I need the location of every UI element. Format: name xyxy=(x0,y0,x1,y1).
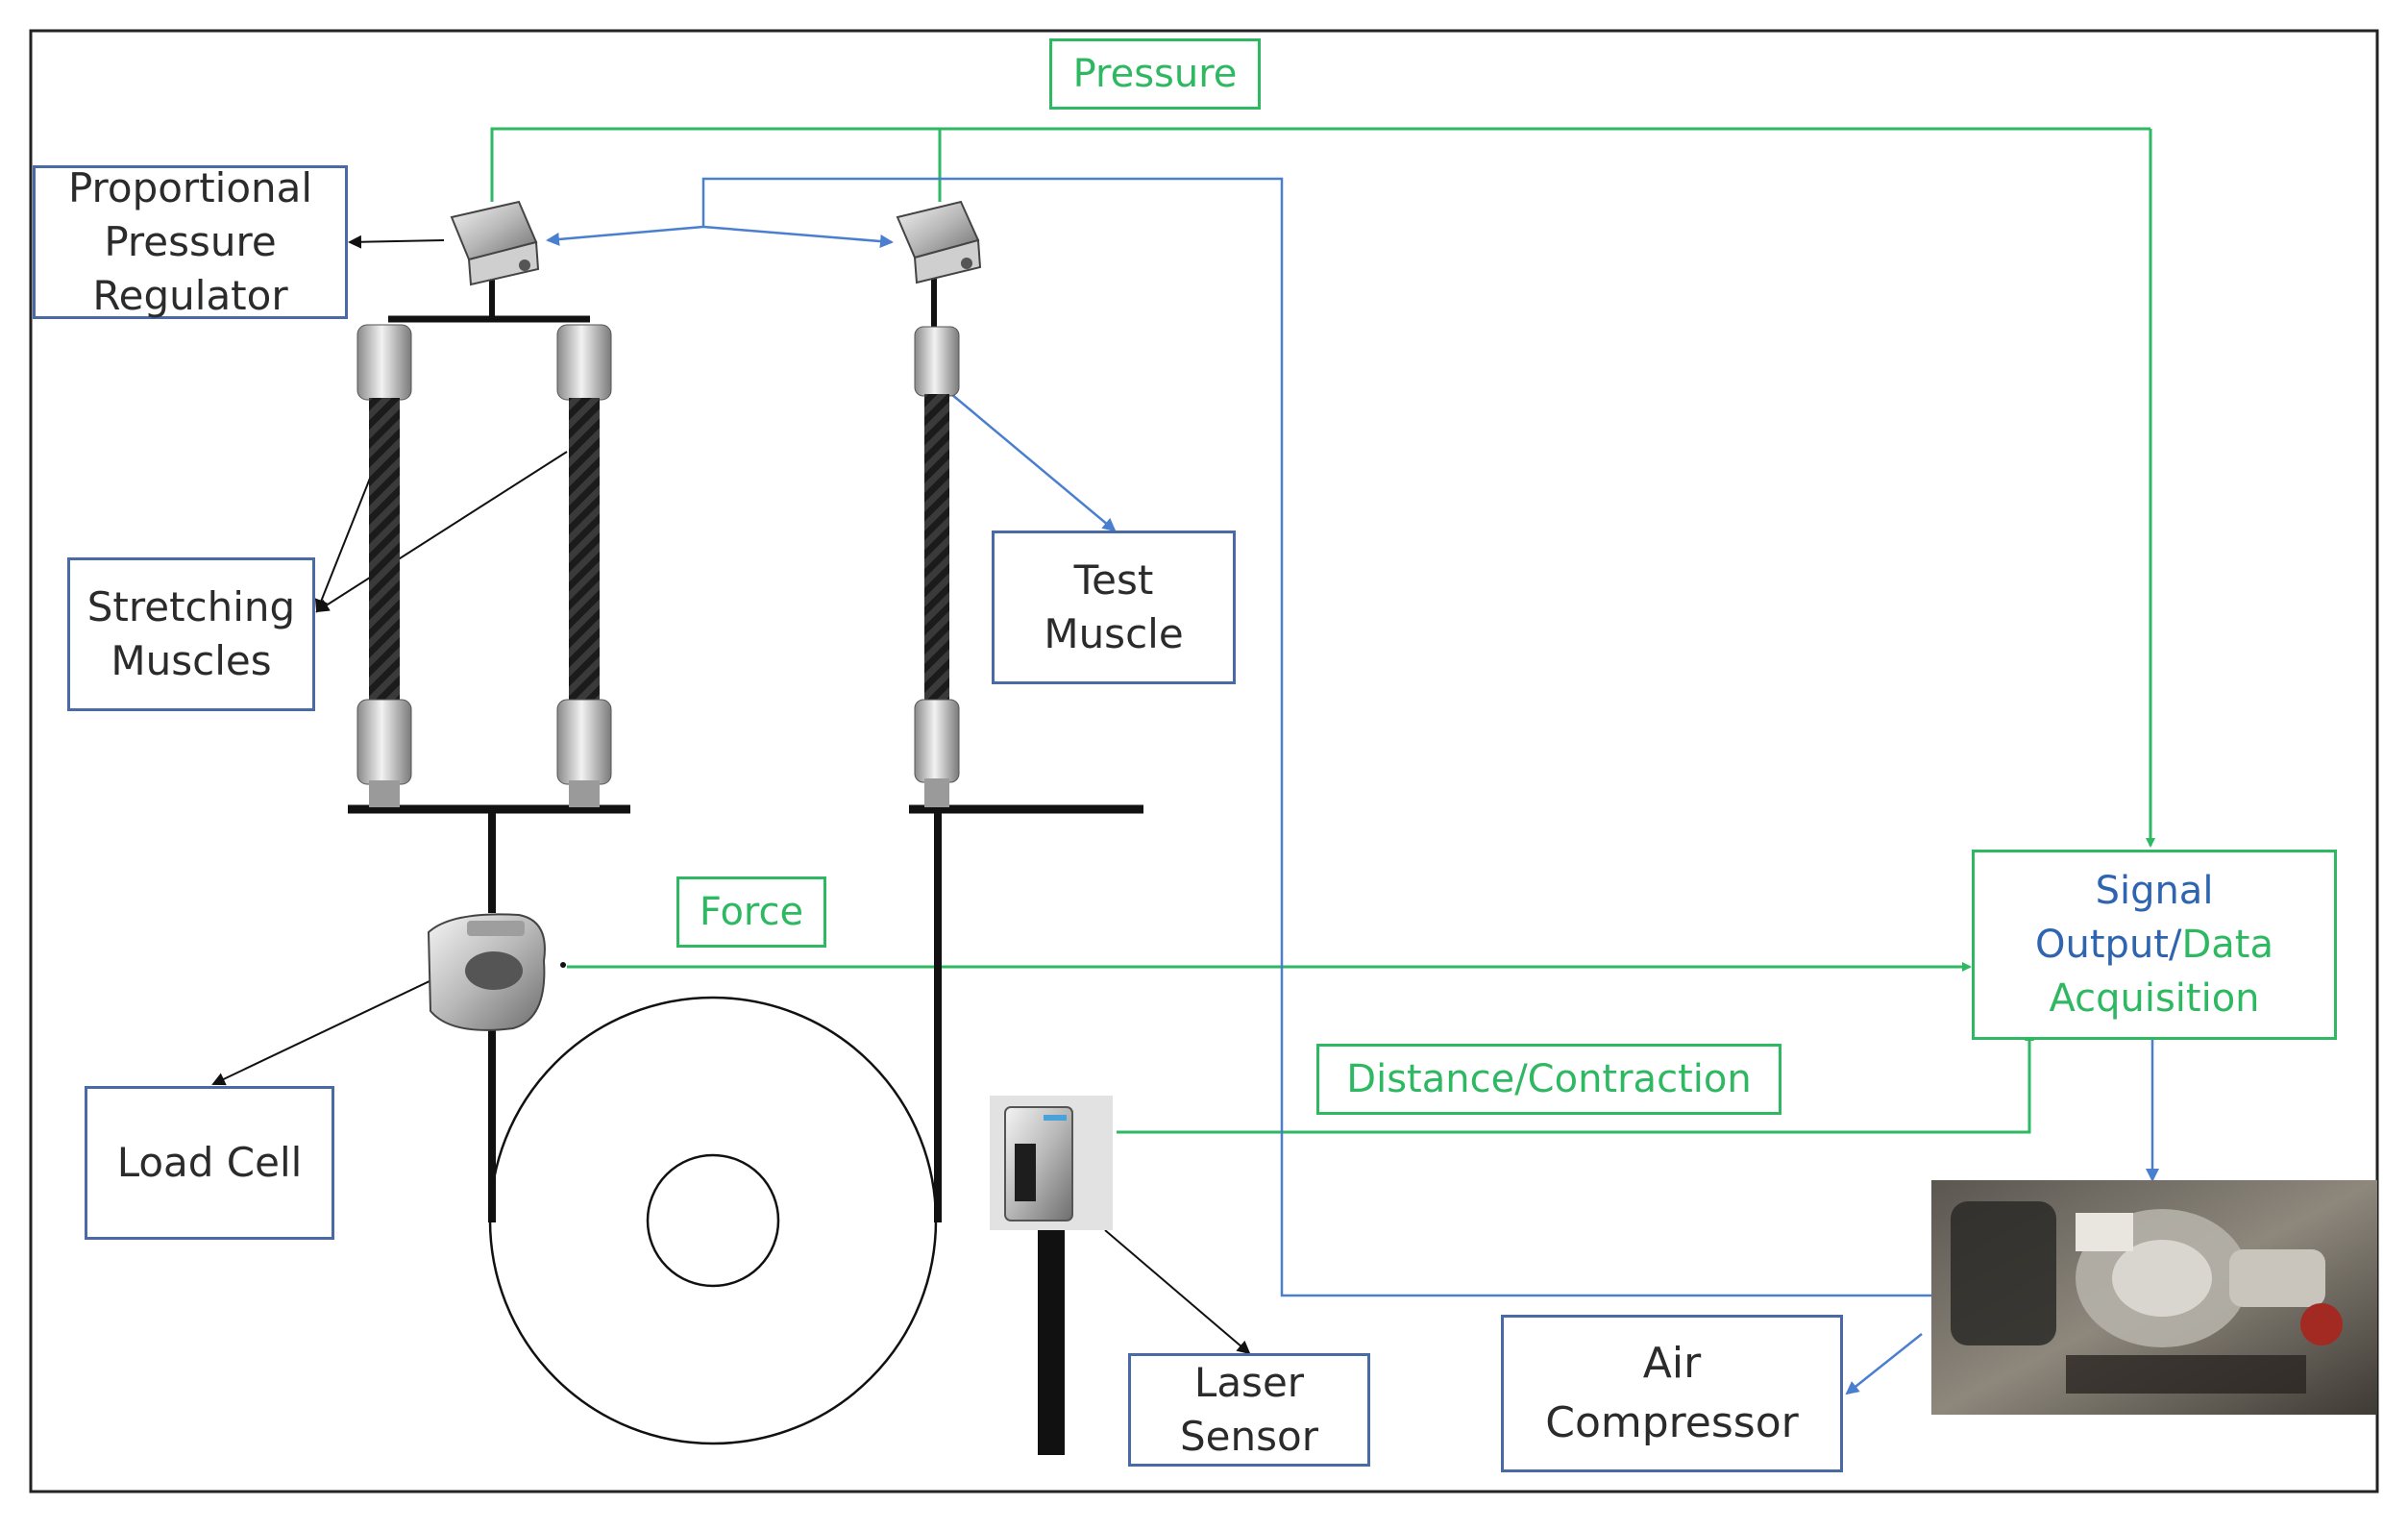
outer-frame xyxy=(29,29,2379,1493)
regulator-label-line-1: Proportional xyxy=(67,164,313,211)
laser-sensor-icon xyxy=(990,1096,1113,1230)
air-compressor-photo xyxy=(1931,1180,2377,1415)
distance-signal-text: Distance/Contraction xyxy=(1346,1057,1752,1101)
stretching-label-line-1: Stretching xyxy=(86,583,296,630)
regulator-pointer xyxy=(348,234,445,249)
test-muscle-pointer xyxy=(950,393,1117,532)
stretching-muscles-label: Stretching Muscles xyxy=(67,557,315,711)
daq-data-text: Data xyxy=(2181,923,2273,967)
pneumatic-muscle-icon xyxy=(356,324,412,807)
split-left xyxy=(546,225,704,246)
load-cell-label: Load Cell xyxy=(85,1086,334,1240)
pulley-outer xyxy=(488,996,938,1445)
daq-label-line-1: Signal xyxy=(2095,869,2214,913)
regulator-label-line-2: Pressure xyxy=(104,218,277,265)
load-cell-label-text: Load Cell xyxy=(116,1139,303,1186)
pneumatic-muscle-icon xyxy=(914,326,960,807)
pressure-line-left xyxy=(490,127,2150,202)
distance-signal-label: Distance/Contraction xyxy=(1316,1044,1781,1115)
pneumatic-muscle-icon xyxy=(556,324,612,807)
stretch-pointer-2 xyxy=(315,451,568,613)
regulator-label-line-3: Regulator xyxy=(92,272,288,319)
test-label-line-1: Test xyxy=(1073,556,1154,604)
laser-label-line-2: Sensor xyxy=(1180,1413,1318,1460)
compressor-label-line-2: Compressor xyxy=(1545,1398,1799,1447)
laser-pointer xyxy=(1104,1229,1251,1355)
compressor-pointer xyxy=(1845,1333,1923,1395)
daq-label-line-3: Acquisition xyxy=(2049,976,2260,1021)
daq-label: Signal Output/Data Acquisition xyxy=(1972,850,2337,1040)
compressor-label-line-1: Air xyxy=(1642,1339,1702,1388)
pressure-signal-label: Pressure xyxy=(1049,38,1261,110)
rig-structure xyxy=(348,259,1143,1455)
air-compressor-label: Air Compressor xyxy=(1501,1315,1843,1472)
pulley xyxy=(488,996,938,1445)
loadcell-pointer xyxy=(211,970,453,1086)
distance-line xyxy=(1117,1031,2034,1134)
pressure-signal-text: Pressure xyxy=(1072,52,1238,96)
force-signal-label: Force xyxy=(676,876,826,948)
air-supply-line xyxy=(701,177,1931,1297)
pressure-regulator-icon xyxy=(896,200,982,284)
daq-output-text: Output/ xyxy=(2035,923,2182,967)
pulley-inner xyxy=(646,1153,780,1288)
stretching-label-line-2: Muscles xyxy=(111,637,272,684)
green-signal-lines xyxy=(490,127,2155,1134)
black-pointers xyxy=(211,234,1251,1355)
laser-label-line-1: Laser xyxy=(1193,1359,1305,1406)
load-cell-icon xyxy=(427,913,566,1031)
laser-sensor-label: Laser Sensor xyxy=(1128,1353,1370,1467)
test-label-line-2: Muscle xyxy=(1044,610,1184,657)
split-right xyxy=(702,225,894,249)
regulator-label: Proportional Pressure Regulator xyxy=(33,164,348,319)
test-muscle-label: Test Muscle xyxy=(992,531,1236,684)
daq-label-line-2: Output/Data xyxy=(2035,918,2273,972)
blue-control-lines xyxy=(546,177,2159,1395)
force-signal-text: Force xyxy=(699,890,804,934)
pressure-regulator-icon xyxy=(450,200,540,286)
